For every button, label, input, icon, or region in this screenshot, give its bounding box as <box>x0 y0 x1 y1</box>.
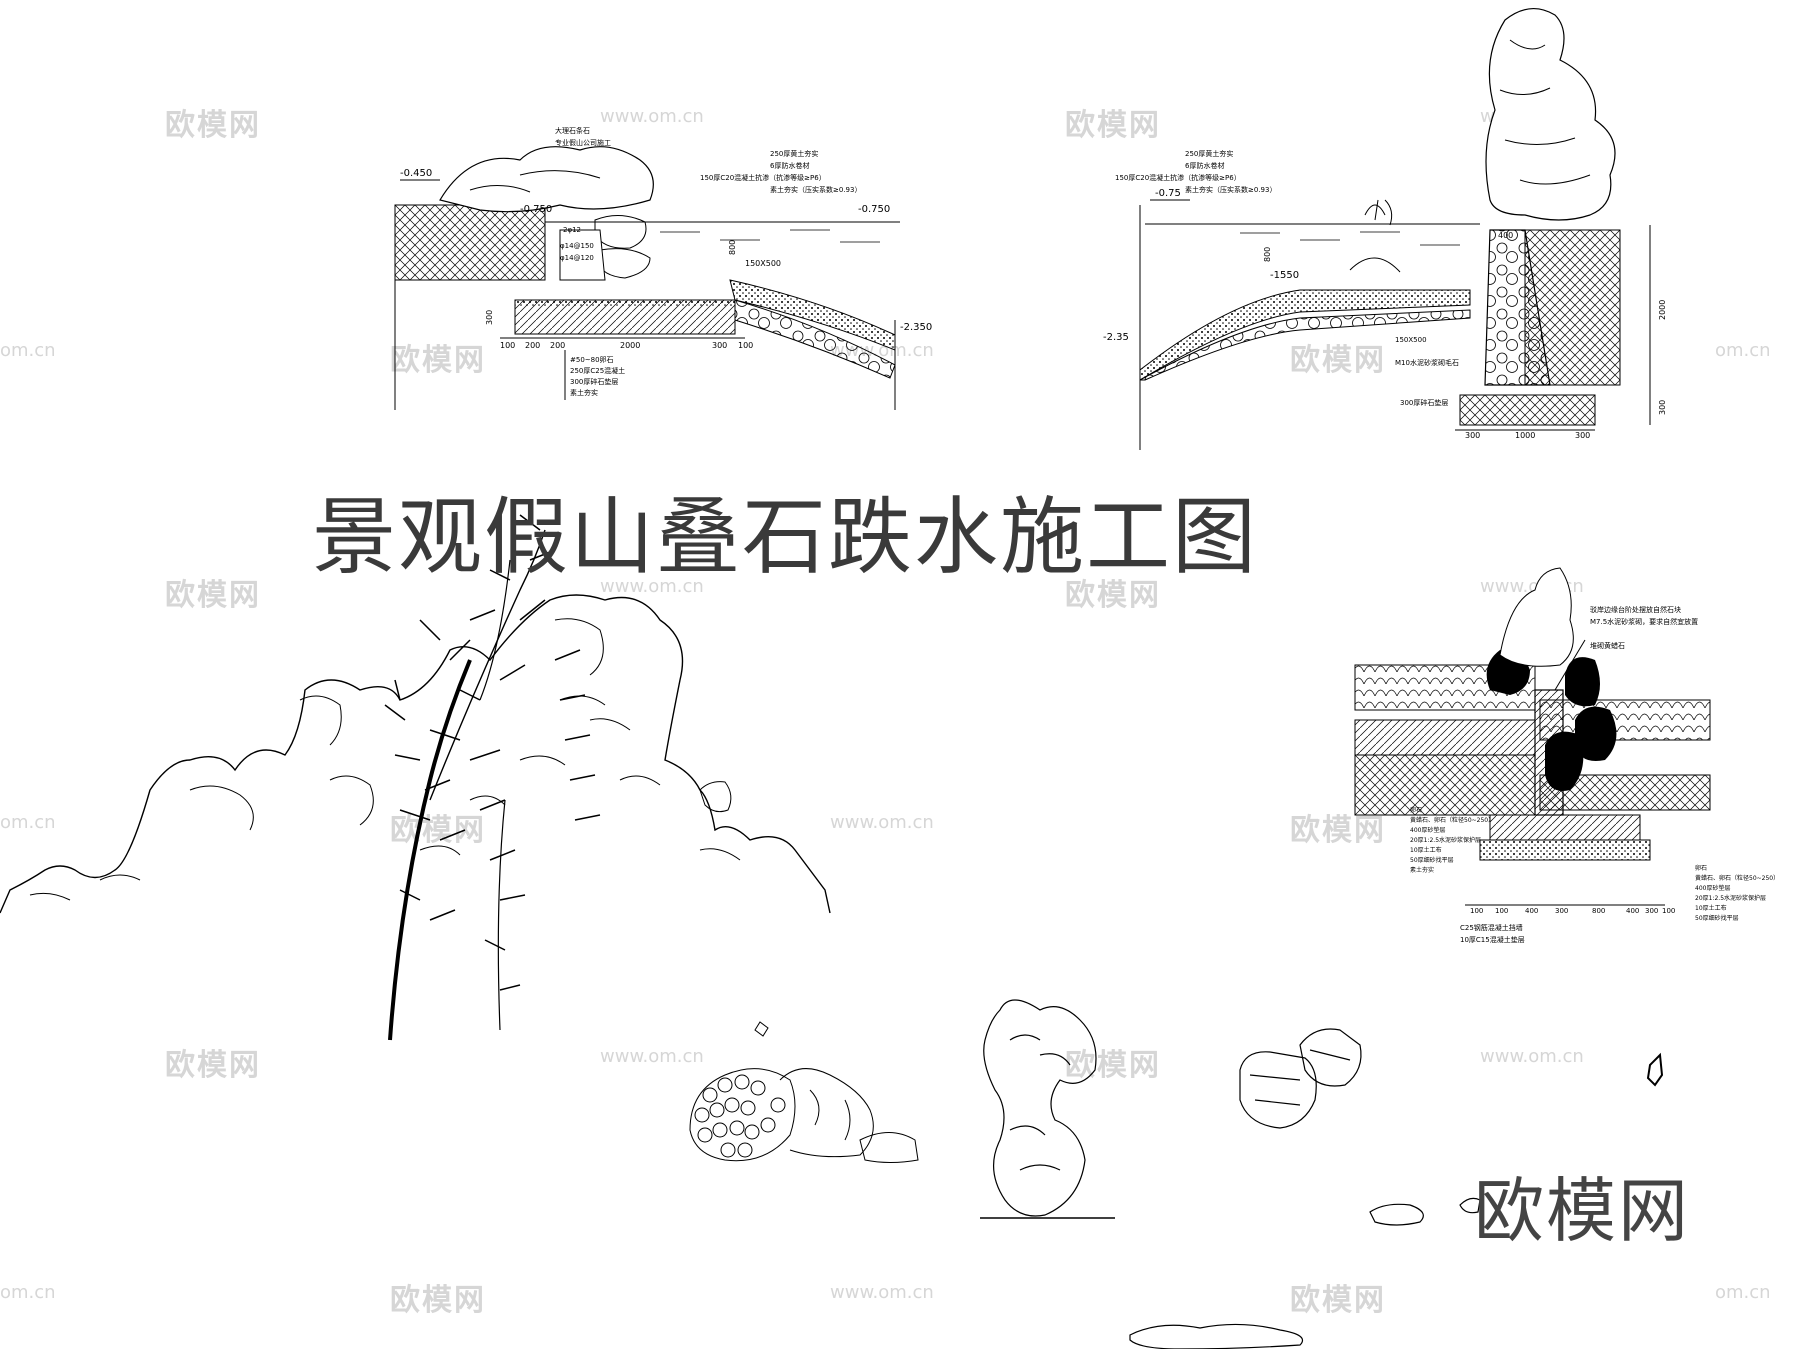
svg-text:150厚C20混凝土抗渗（抗渗等级≥P6）: 150厚C20混凝土抗渗（抗渗等级≥P6） <box>700 173 826 182</box>
svg-text:50厚细砂找平层: 50厚细砂找平层 <box>1410 856 1454 864</box>
svg-text:300: 300 <box>1645 907 1658 915</box>
svg-text:800: 800 <box>728 240 737 255</box>
svg-text:卵石: 卵石 <box>1410 806 1422 814</box>
page-title: 景观假山叠石跌水施工图 <box>312 488 1259 586</box>
svg-text:1000: 1000 <box>1515 431 1535 440</box>
svg-text:-0.450: -0.450 <box>400 168 432 179</box>
svg-text:300: 300 <box>1465 431 1480 440</box>
svg-text:150X500: 150X500 <box>1395 336 1427 344</box>
svg-text:100: 100 <box>500 341 515 350</box>
svg-text:10厚土工布: 10厚土工布 <box>1695 904 1727 912</box>
svg-text:φ14@150: φ14@150 <box>560 242 594 250</box>
svg-text:-2.350: -2.350 <box>900 322 932 333</box>
svg-text:驳岸边缘台阶处摆放自然石块: 驳岸边缘台阶处摆放自然石块 <box>1590 605 1681 614</box>
svg-text:-0.750: -0.750 <box>520 204 552 215</box>
taihu-stone <box>980 999 1115 1219</box>
svg-text:堆砌黄蜡石: 堆砌黄蜡石 <box>1590 641 1625 650</box>
svg-text:素土夯实: 素土夯实 <box>570 388 598 397</box>
svg-text:300: 300 <box>1575 431 1590 440</box>
svg-text:10厚土工布: 10厚土工布 <box>1410 846 1442 854</box>
svg-text:卵石: 卵石 <box>1695 864 1707 872</box>
svg-text:M7.5水泥砂浆砌，要求自然宜放置: M7.5水泥砂浆砌，要求自然宜放置 <box>1590 617 1698 626</box>
svg-text:250厚C25混凝土: 250厚C25混凝土 <box>570 366 625 375</box>
svg-text:6厚防水卷材: 6厚防水卷材 <box>1185 161 1224 170</box>
svg-text:300: 300 <box>485 310 494 325</box>
svg-text:-0.750: -0.750 <box>858 204 890 215</box>
svg-text:400: 400 <box>1498 231 1513 240</box>
svg-text:300: 300 <box>1658 400 1667 415</box>
svg-text:10厚C15混凝土垫层: 10厚C15混凝土垫层 <box>1460 935 1525 944</box>
svg-text:200: 200 <box>525 341 540 350</box>
svg-text:-1550: -1550 <box>1270 270 1299 281</box>
svg-text:400厚砂垫层: 400厚砂垫层 <box>1410 826 1445 834</box>
brand-logo: 欧模网 <box>1474 1170 1690 1252</box>
svg-text:150X500: 150X500 <box>745 259 781 268</box>
svg-text:专业假山公司施工: 专业假山公司施工 <box>555 138 611 147</box>
svg-text:6厚防水卷材: 6厚防水卷材 <box>770 161 809 170</box>
svg-text:φ14@120: φ14@120 <box>560 254 594 262</box>
svg-text:素土夯实: 素土夯实 <box>1410 866 1434 874</box>
svg-text:300: 300 <box>1555 907 1568 915</box>
svg-text:400厚砂垫层: 400厚砂垫层 <box>1695 884 1730 892</box>
svg-text:2φ12: 2φ12 <box>563 226 581 234</box>
svg-text:大理石条石: 大理石条石 <box>555 126 590 135</box>
svg-text:800: 800 <box>1263 247 1272 262</box>
svg-text:20厚1:2.5水泥砂浆保护层: 20厚1:2.5水泥砂浆保护层 <box>1410 836 1481 844</box>
svg-text:300厚碎石垫层: 300厚碎石垫层 <box>1400 398 1448 407</box>
svg-text:2000: 2000 <box>1658 300 1667 320</box>
svg-text:2000: 2000 <box>620 341 640 350</box>
svg-text:400: 400 <box>1525 907 1538 915</box>
section-small: 驳岸边缘台阶处摆放自然石块 M7.5水泥砂浆砌，要求自然宜放置 堆砌黄蜡石 卵石… <box>1354 567 1779 944</box>
svg-text:50厚细砂找平层: 50厚细砂找平层 <box>1695 914 1739 922</box>
svg-text:300厚碎石垫层: 300厚碎石垫层 <box>570 377 618 386</box>
svg-text:20厚1:2.5水泥砂浆保护层: 20厚1:2.5水泥砂浆保护层 <box>1695 894 1766 902</box>
svg-text:800: 800 <box>1592 907 1605 915</box>
svg-text:M10水泥砂浆砌毛石: M10水泥砂浆砌毛石 <box>1395 358 1459 367</box>
section-left: -0.450 -0.750 -0.750 -2.350 250厚黄土夯实 6厚防… <box>394 126 932 410</box>
svg-text:素土夯实（压实系数≥0.93）: 素土夯实（压实系数≥0.93） <box>770 185 861 194</box>
svg-text:100: 100 <box>1470 907 1483 915</box>
svg-text:黄蜡石、卵石（粒径50~250）: 黄蜡石、卵石（粒径50~250） <box>1695 874 1779 882</box>
svg-text:250厚黄土夯实: 250厚黄土夯实 <box>1185 149 1233 158</box>
svg-text:200: 200 <box>550 341 565 350</box>
svg-text:黄蜡石、卵石（粒径50~250）: 黄蜡石、卵石（粒径50~250） <box>1410 816 1494 824</box>
svg-text:300: 300 <box>712 341 727 350</box>
svg-text:#50~80卵石: #50~80卵石 <box>570 355 614 364</box>
svg-text:100: 100 <box>1662 907 1675 915</box>
svg-text:100: 100 <box>1495 907 1508 915</box>
svg-text:-0.75: -0.75 <box>1155 188 1181 199</box>
shrub-rock <box>689 1021 919 1163</box>
svg-text:150厚C20混凝土抗渗（抗渗等级≥P6）: 150厚C20混凝土抗渗（抗渗等级≥P6） <box>1115 173 1241 182</box>
svg-text:C25钢筋混凝土挡墙: C25钢筋混凝土挡墙 <box>1460 923 1523 932</box>
svg-text:100: 100 <box>738 341 753 350</box>
svg-text:-2.35: -2.35 <box>1103 332 1129 343</box>
rockery-skyline <box>0 594 831 914</box>
svg-text:素土夯实（压实系数≥0.93）: 素土夯实（压实系数≥0.93） <box>1185 185 1276 194</box>
section-right: -0.75 -1550 -2.35 250厚黄土夯实 6厚防水卷材 150厚C2… <box>1103 8 1667 450</box>
svg-text:400: 400 <box>1626 907 1639 915</box>
svg-text:250厚黄土夯实: 250厚黄土夯实 <box>770 149 818 158</box>
bamboo <box>384 514 601 1041</box>
